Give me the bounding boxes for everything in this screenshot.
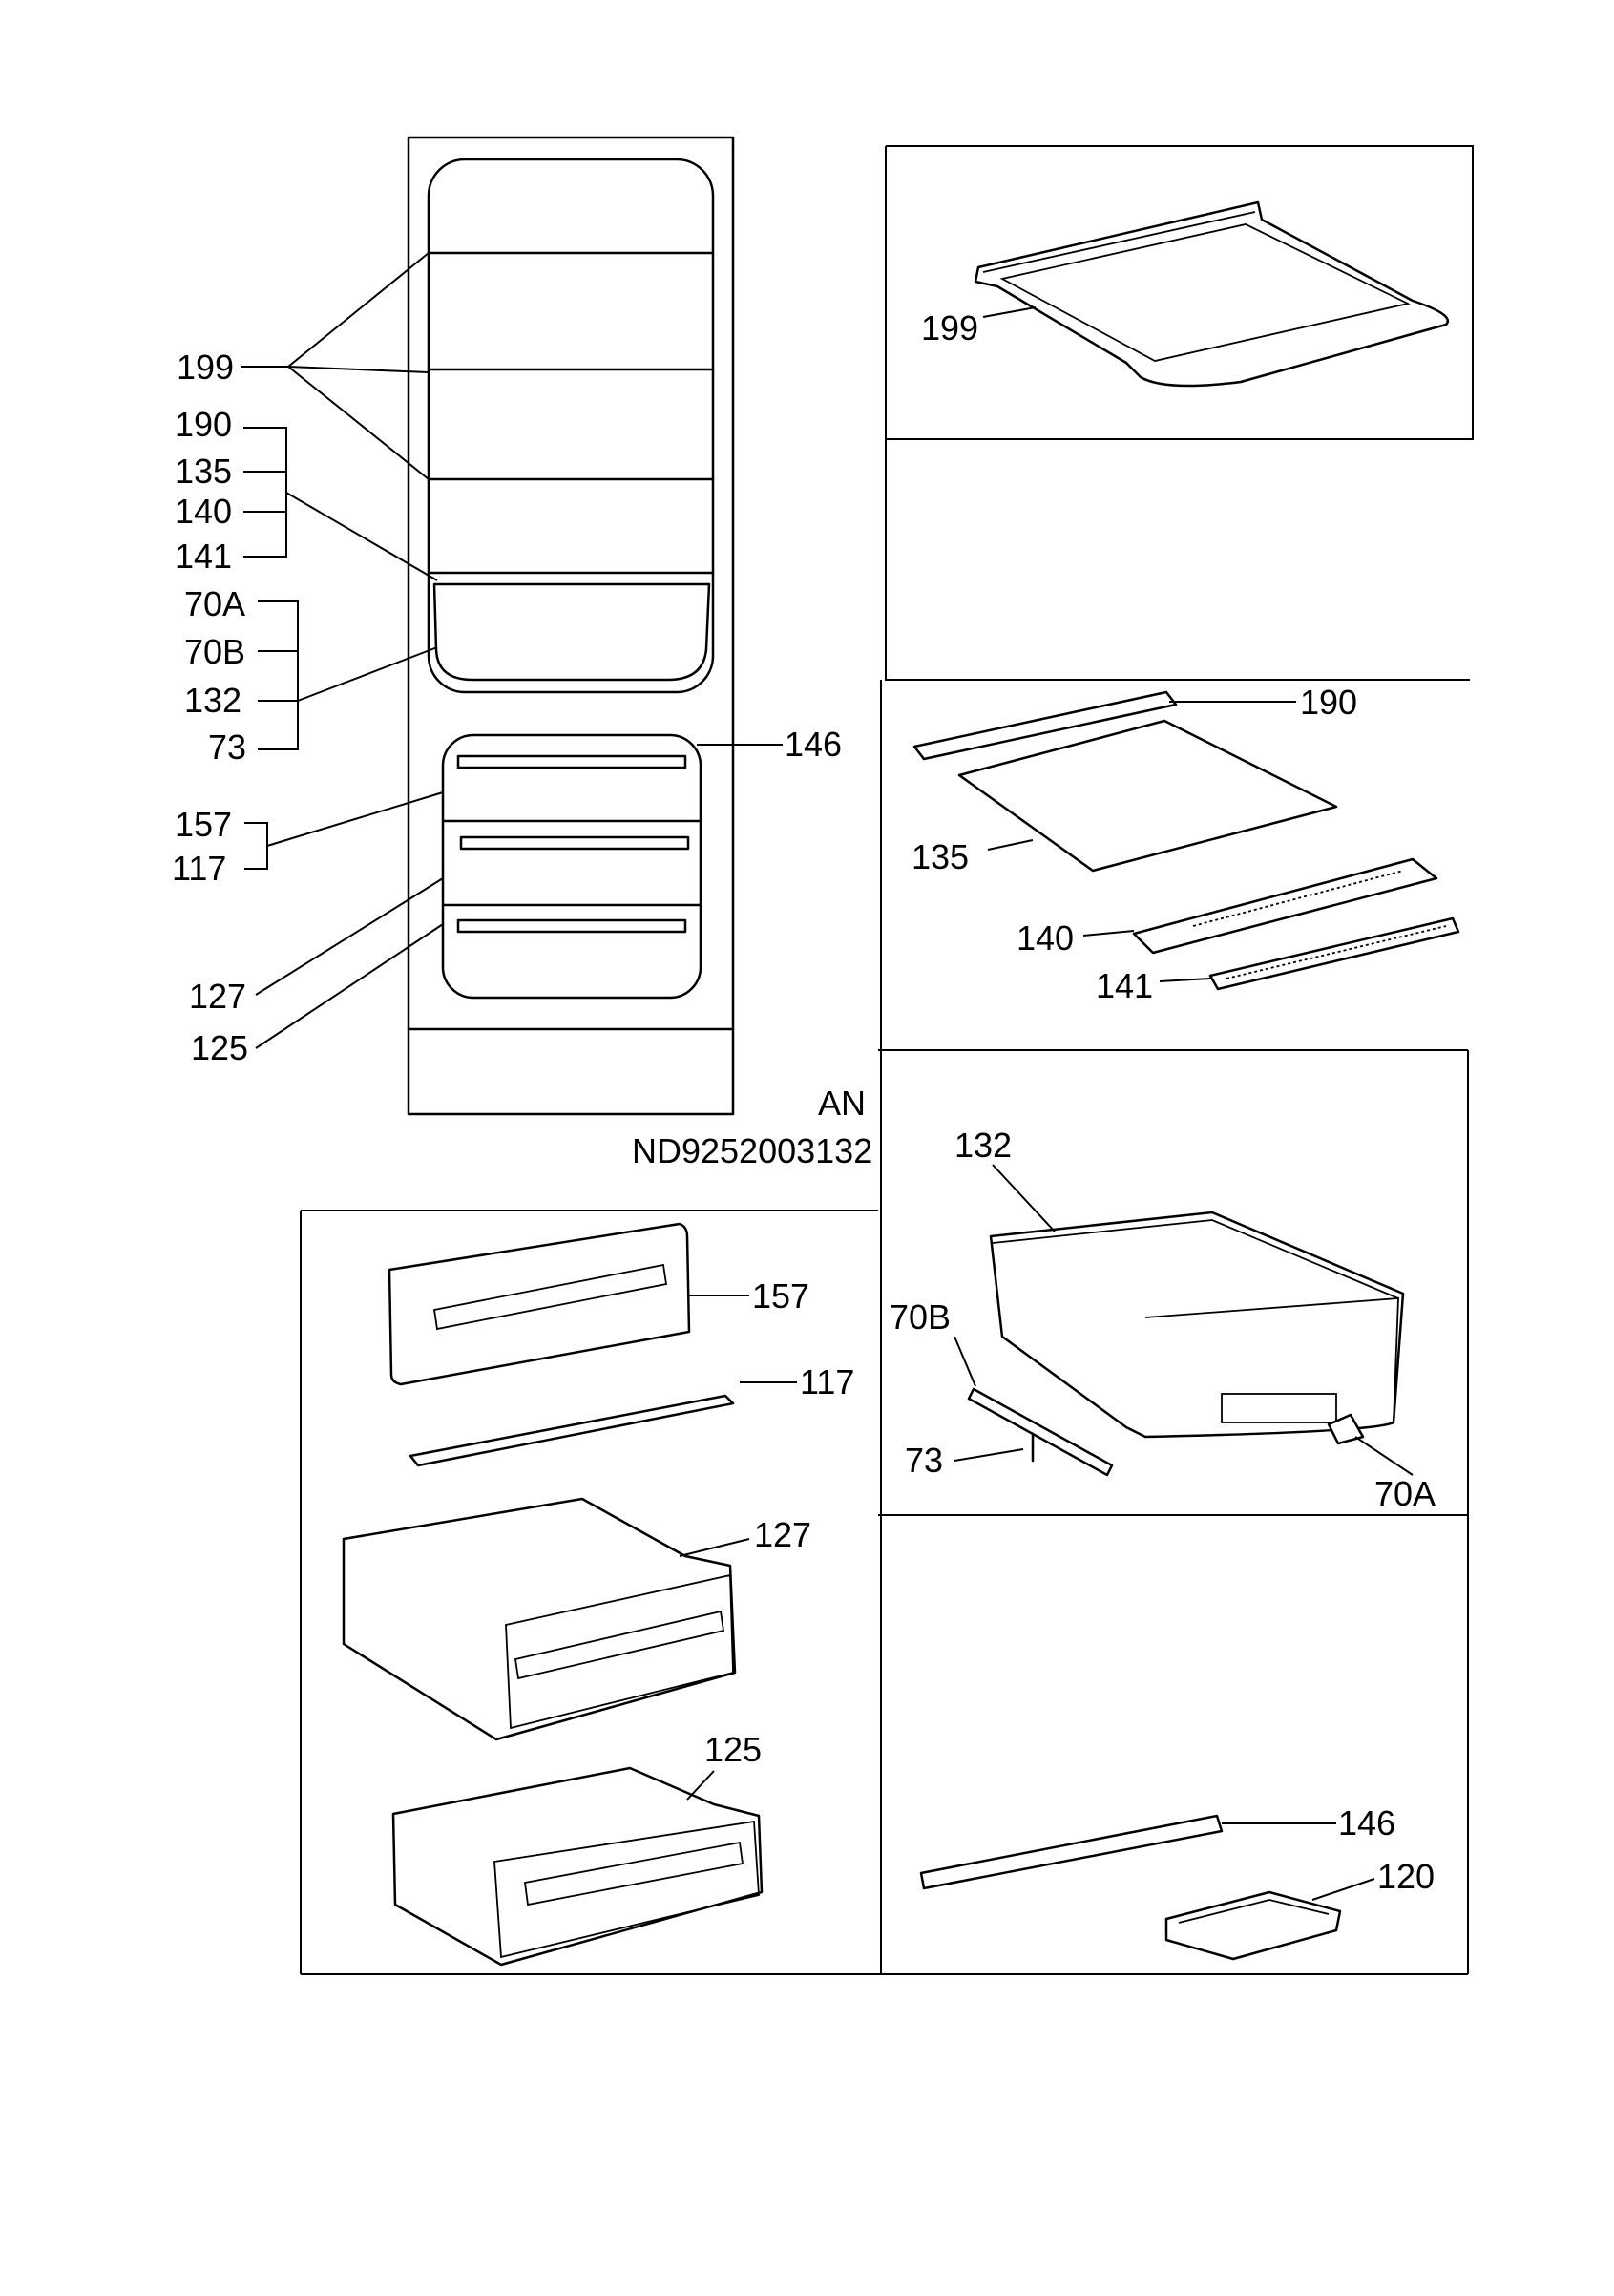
label-125: 125 xyxy=(191,1028,248,1067)
label-190-detail: 190 xyxy=(1300,683,1357,722)
upper-drawer-handle xyxy=(514,1610,725,1680)
label-157: 157 xyxy=(175,805,232,844)
lower-drawer-handle xyxy=(523,1841,744,1906)
shelf-rear-frame xyxy=(912,690,1178,761)
label-73-detail: 73 xyxy=(905,1441,943,1480)
drawer-front-panel xyxy=(388,1222,691,1386)
upper-drawer-front xyxy=(505,1573,734,1730)
glass-shelf-frame xyxy=(974,200,1449,388)
label-70a-detail: 70A xyxy=(1374,1474,1436,1513)
appliance-overview: 199 190 135 140 141 70A 70B 132 73 146 1… xyxy=(172,136,872,1170)
crisper-front-edge xyxy=(1144,1297,1399,1423)
shelf-grille xyxy=(1208,916,1460,991)
lower-drawer-front xyxy=(493,1820,760,1959)
right-panel-frames xyxy=(301,145,1474,1975)
crisper-rail xyxy=(967,1387,1114,1477)
crisper-rim xyxy=(992,1219,1399,1299)
label-146: 146 xyxy=(785,725,842,764)
label-135: 135 xyxy=(175,452,232,491)
drawing-variant: AN xyxy=(818,1084,866,1123)
drawer-rail xyxy=(409,1394,735,1467)
freezer-compartment xyxy=(441,733,702,1000)
drawer-front-handle xyxy=(432,1263,668,1331)
label-199-detail: 199 xyxy=(921,308,978,348)
shelf-glass-panel xyxy=(957,719,1338,873)
label-70b-detail: 70B xyxy=(890,1297,951,1337)
panel-glass-shelf: 199 xyxy=(921,200,1449,388)
crisper-outline xyxy=(432,582,711,682)
panel-drawers: 157 117 127 125 xyxy=(300,1210,878,1974)
label-141: 141 xyxy=(175,537,232,576)
lower-drawer xyxy=(391,1766,764,1967)
cabinet-outline xyxy=(407,136,735,1116)
label-127: 127 xyxy=(189,977,246,1016)
panel-accessories: 146 120 xyxy=(919,1803,1435,1961)
panel-crisper: 132 70B 73 70A xyxy=(890,1126,1436,1513)
label-117: 117 xyxy=(172,849,226,888)
label-70a: 70A xyxy=(184,584,245,623)
label-199: 199 xyxy=(177,348,234,387)
label-132: 132 xyxy=(184,681,241,720)
label-135-detail: 135 xyxy=(912,837,969,876)
label-125-detail: 125 xyxy=(704,1730,762,1769)
ice-tray-grid xyxy=(1178,1899,1330,1924)
freezer-handle-3 xyxy=(456,918,687,934)
crisper-slide xyxy=(1327,1413,1365,1445)
label-70b: 70B xyxy=(184,632,245,671)
label-141-detail: 141 xyxy=(1096,966,1153,1005)
freezer-handle-2 xyxy=(459,835,690,851)
drawing-number: ND9252003132 xyxy=(632,1131,872,1170)
label-120-detail: 120 xyxy=(1377,1857,1435,1896)
panel-shelf-assembly: 190 135 140 141 xyxy=(912,683,1460,1005)
upper-drawer xyxy=(342,1497,737,1741)
crisper-handle xyxy=(1221,1393,1337,1423)
overview-leaders xyxy=(241,252,783,1049)
accessory-strip xyxy=(919,1814,1224,1890)
label-73: 73 xyxy=(208,727,246,767)
ice-cube-tray xyxy=(1164,1890,1342,1961)
label-190: 190 xyxy=(175,405,232,444)
freezer-handle-1 xyxy=(456,754,687,769)
crisper-box xyxy=(989,1211,1405,1439)
glass-shelf-pane xyxy=(999,223,1411,362)
label-132-detail: 132 xyxy=(954,1126,1012,1165)
label-117-detail: 117 xyxy=(800,1362,854,1401)
label-140: 140 xyxy=(175,492,232,531)
label-127-detail: 127 xyxy=(754,1515,811,1554)
label-140-detail: 140 xyxy=(1017,918,1074,958)
label-157-detail: 157 xyxy=(752,1276,809,1316)
label-146-detail: 146 xyxy=(1338,1803,1395,1843)
fridge-compartment xyxy=(427,158,715,694)
